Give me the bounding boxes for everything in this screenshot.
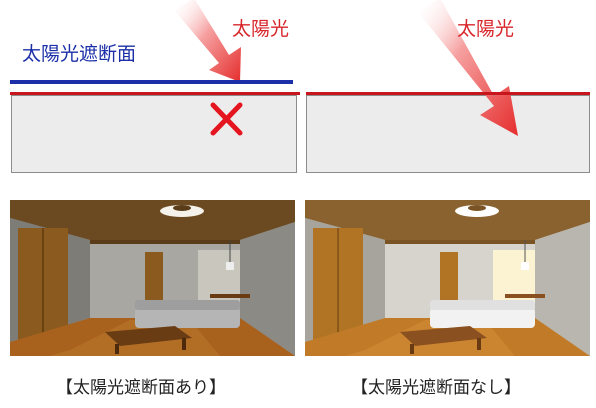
sun-label-left: 太陽光 — [232, 18, 290, 40]
sun-label-right: 太陽光 — [457, 18, 515, 40]
roof-line-right — [306, 92, 590, 95]
sun-ray-arrow-icon — [418, 0, 518, 136]
roof-line-left — [10, 92, 300, 95]
sun-ray-arrow-icon — [174, 0, 241, 82]
room-render-without-shade — [305, 200, 590, 356]
shade-surface-label: 太陽光遮断面 — [22, 43, 137, 65]
caption-with-shade: 【太陽光遮断面あり】 — [56, 378, 226, 398]
x-mark-icon — [210, 102, 243, 136]
room-render-with-shade — [10, 200, 295, 356]
caption-without-shade: 【太陽光遮断面なし】 — [351, 378, 521, 398]
shade-surface-line — [10, 80, 293, 84]
